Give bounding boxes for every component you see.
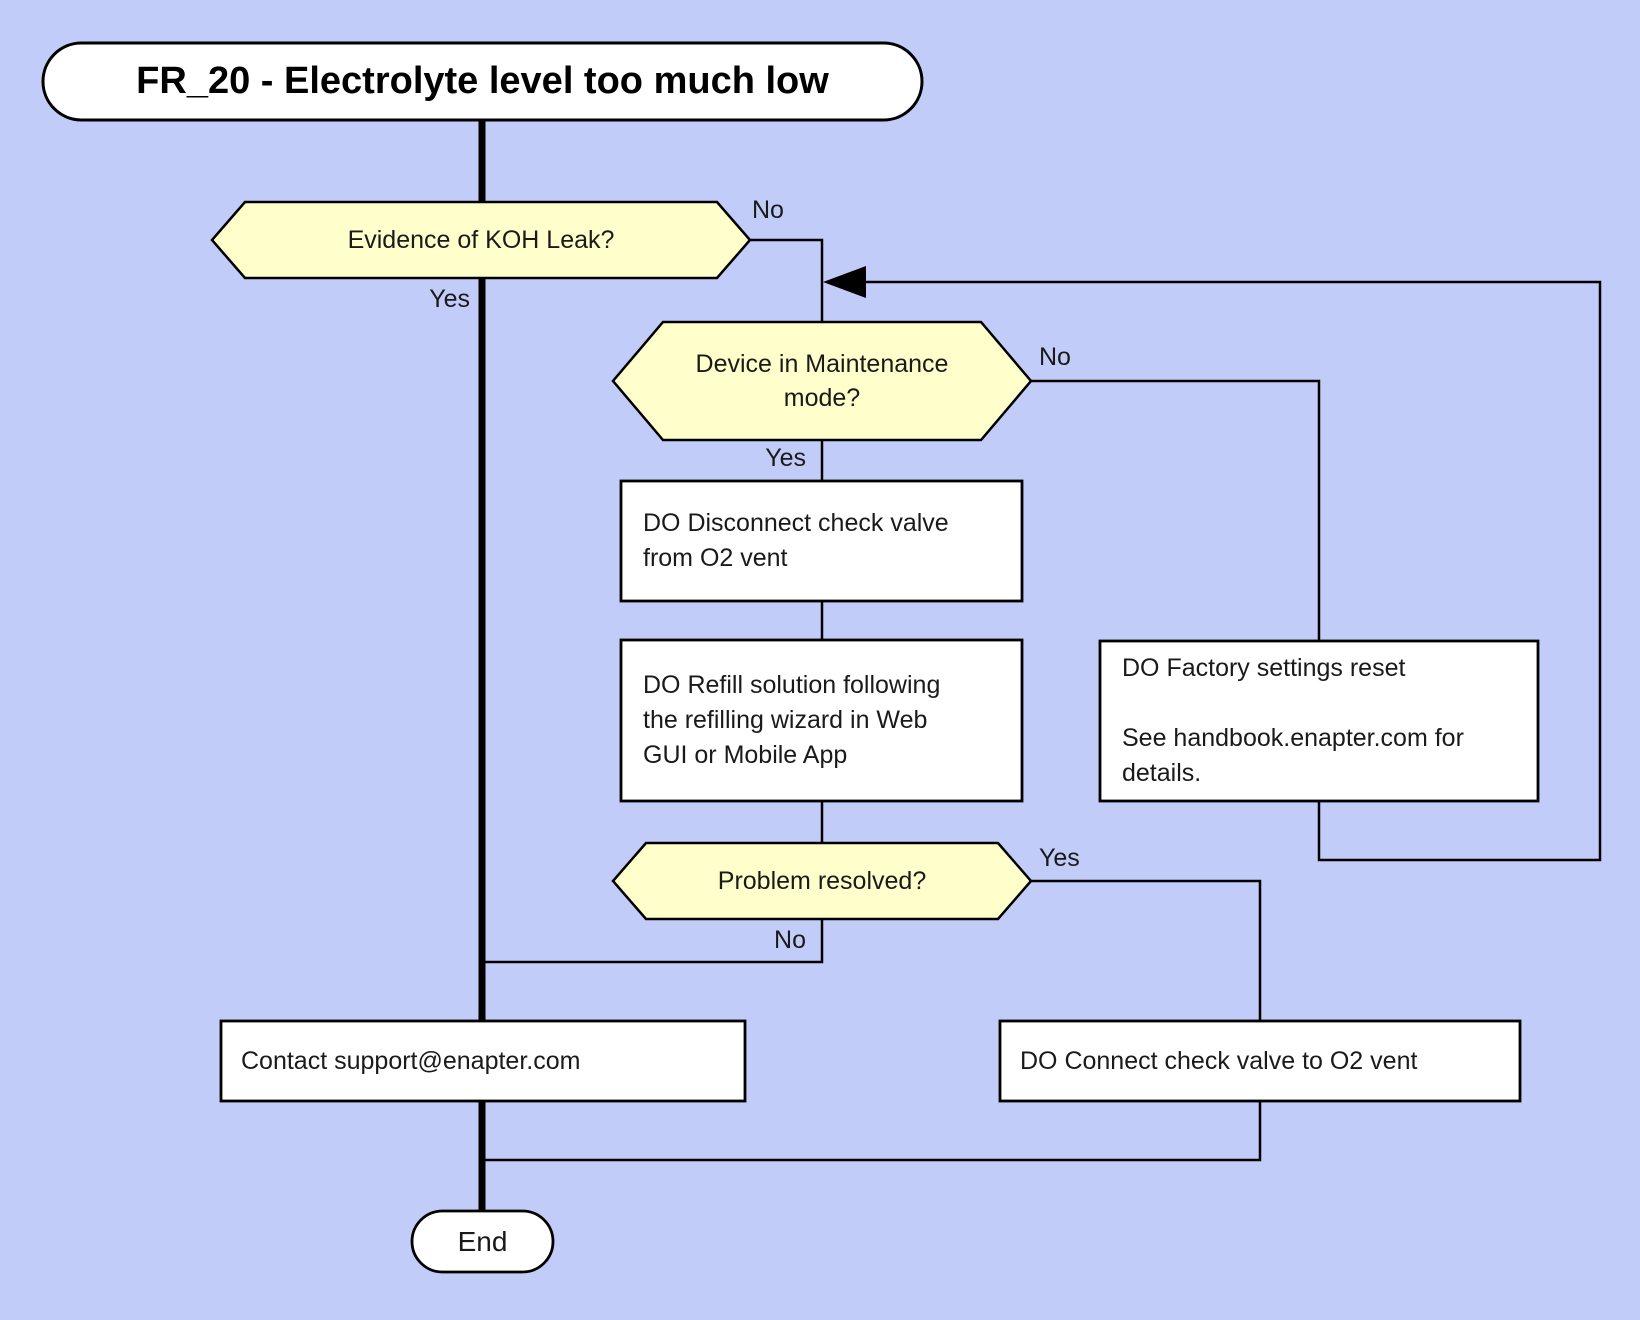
node-end-shape (410, 1209, 555, 1274)
edge-koh-no (750, 238, 824, 322)
edge-label-maintenance-yes: Yes (765, 444, 806, 472)
edge-problem-no (483, 919, 824, 964)
edge-label-koh-no: No (752, 196, 784, 224)
problem-resolved-decision-label: Problem resolved? (717, 867, 927, 895)
node-start-shape (41, 41, 924, 122)
edge-return-loop (828, 280, 1602, 862)
node-factory-reset-shape (1098, 639, 1540, 803)
node-disconnect-shape (619, 479, 1024, 603)
refill-step-label: DO Refill solution following the refilli… (643, 671, 941, 769)
node-connect-shape (998, 1019, 1522, 1103)
edge-maintenance-no (1031, 379, 1321, 641)
connect-step-label: DO Connect check valve to O2 vent (1020, 1046, 1418, 1075)
edge-label-problem-yes: Yes (1039, 844, 1080, 872)
edge-label-maintenance-no: No (1039, 343, 1071, 371)
edge-label-koh-yes: Yes (429, 285, 470, 313)
node-refill-shape (619, 638, 1024, 803)
end-node-label: End (457, 1225, 508, 1257)
edge-connect-out (483, 1101, 1262, 1162)
return-arrowhead-left-icon (823, 266, 866, 298)
edge-label-problem-no: No (774, 926, 806, 954)
start-node-label: FR_20 - Electrolyte level too much low (136, 60, 829, 102)
node-contact-shape (219, 1019, 747, 1103)
node-maintenance-shape (611, 320, 1033, 442)
factory-reset-step-label: DO Factory settings reset See handbook.e… (1122, 654, 1464, 787)
maintenance-decision-label: Device in Maintenance mode? (695, 350, 949, 412)
contact-support-label: Contact support@enapter.com (241, 1046, 581, 1075)
koh-leak-decision-label: Evidence of KOH Leak? (347, 226, 615, 254)
node-problem-resolved-shape (611, 841, 1033, 921)
disconnect-step-label: DO Disconnect check valve from O2 vent (643, 509, 949, 572)
edge-problem-yes (1031, 879, 1262, 1021)
node-koh-leak-shape (210, 200, 752, 280)
